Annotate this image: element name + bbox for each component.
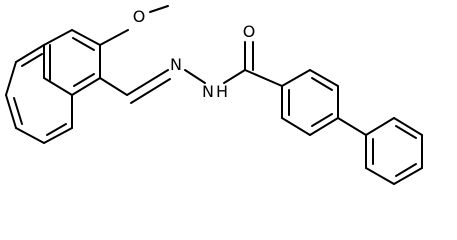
- bond: [395, 125, 417, 139]
- bond: [43, 77, 73, 96]
- bond: [46, 123, 67, 136]
- bond: [130, 78, 171, 104]
- bond: [311, 77, 333, 91]
- bond: [126, 69, 169, 96]
- molecule-canvas: O N N H O: [5, 5, 423, 185]
- bond: [309, 69, 339, 87]
- bond: [99, 77, 128, 96]
- bond: [365, 167, 395, 185]
- bond: [184, 69, 206, 84]
- bond: [5, 94, 17, 129]
- bond: [281, 117, 311, 136]
- bond: [149, 5, 169, 13]
- bond: [5, 61, 17, 96]
- structure-drawing: [5, 5, 423, 185]
- bond: [71, 77, 101, 96]
- bond: [393, 117, 423, 136]
- bond: [15, 44, 45, 63]
- bond: [13, 97, 23, 125]
- bond: [365, 117, 395, 136]
- bond: [43, 29, 73, 46]
- bond: [309, 117, 339, 136]
- bond: [337, 117, 367, 136]
- bond: [395, 163, 417, 177]
- carbonyl-oxygen-label: O: [241, 22, 257, 41]
- imine-nitrogen-label: N: [169, 55, 183, 74]
- amide-hydrogen-label: H: [214, 82, 230, 101]
- bond: [393, 167, 423, 185]
- bond: [73, 73, 95, 87]
- bond: [223, 69, 246, 84]
- bond: [72, 37, 95, 51]
- bond: [311, 113, 333, 127]
- bond: [43, 127, 73, 144]
- amide-nitrogen-label: N: [201, 82, 215, 101]
- bond: [281, 69, 311, 87]
- bond: [15, 127, 45, 144]
- bond: [21, 53, 43, 67]
- bond: [244, 69, 283, 87]
- bond: [71, 29, 101, 46]
- ether-oxygen-label: O: [131, 7, 147, 26]
- bond: [99, 29, 129, 46]
